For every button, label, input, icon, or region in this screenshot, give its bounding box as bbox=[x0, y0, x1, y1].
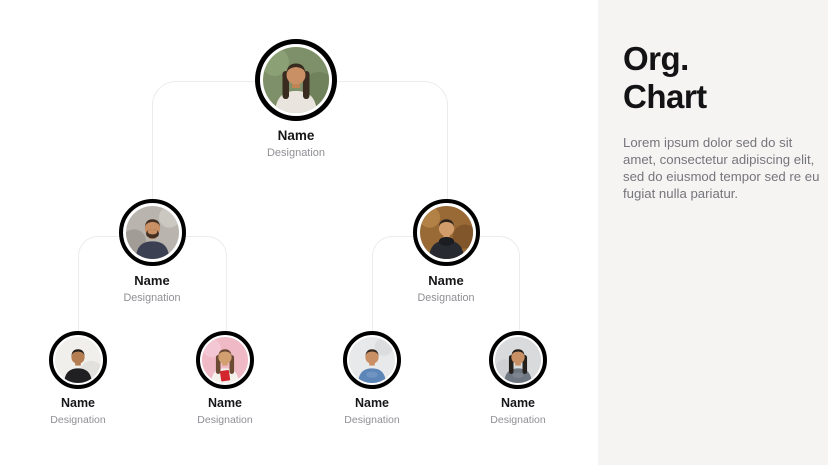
avatar-ring bbox=[255, 39, 337, 121]
avatar-photo bbox=[419, 206, 473, 259]
side-panel: Org.Chart Lorem ipsum dolor sed do sit a… bbox=[598, 0, 828, 465]
person-designation: Designation bbox=[197, 414, 253, 426]
person-name: Name bbox=[428, 273, 464, 288]
org-node-manager-2: Name Designation bbox=[386, 199, 506, 304]
person-designation: Designation bbox=[417, 292, 475, 304]
page-title: Org.Chart bbox=[623, 40, 707, 116]
org-node-root: Name Designation bbox=[236, 39, 356, 159]
person-name: Name bbox=[500, 396, 536, 410]
person-name: Name bbox=[207, 396, 243, 410]
avatar-ring bbox=[118, 199, 186, 266]
person-designation: Designation bbox=[123, 292, 181, 304]
org-node-employee-2: Name Designation bbox=[170, 331, 280, 426]
page-title-line2: Chart bbox=[623, 78, 707, 115]
person-name: Name bbox=[277, 128, 315, 143]
avatar-ring bbox=[196, 331, 254, 389]
avatar-ring bbox=[412, 199, 480, 266]
avatar-photo bbox=[349, 337, 395, 383]
page-title-line1: Org. bbox=[623, 40, 689, 77]
org-node-manager-1: Name Designation bbox=[92, 199, 212, 304]
page-description: Lorem ipsum dolor sed do sit amet, conse… bbox=[623, 135, 820, 201]
person-designation: Designation bbox=[490, 414, 546, 426]
org-node-employee-1: Name Designation bbox=[23, 331, 133, 426]
avatar-photo bbox=[125, 206, 179, 259]
person-designation: Designation bbox=[266, 147, 326, 159]
org-node-employee-3: Name Designation bbox=[317, 331, 427, 426]
avatar-photo bbox=[263, 47, 329, 113]
person-name: Name bbox=[134, 273, 170, 288]
avatar-photo bbox=[202, 337, 248, 383]
person-designation: Designation bbox=[50, 414, 106, 426]
avatar-photo bbox=[495, 337, 541, 383]
avatar-ring bbox=[343, 331, 401, 389]
avatar-ring bbox=[489, 331, 547, 389]
person-designation: Designation bbox=[344, 414, 400, 426]
person-name: Name bbox=[354, 396, 390, 410]
person-name: Name bbox=[60, 396, 96, 410]
avatar-photo bbox=[55, 337, 101, 383]
org-node-employee-4: Name Designation bbox=[463, 331, 573, 426]
avatar-ring bbox=[49, 331, 107, 389]
